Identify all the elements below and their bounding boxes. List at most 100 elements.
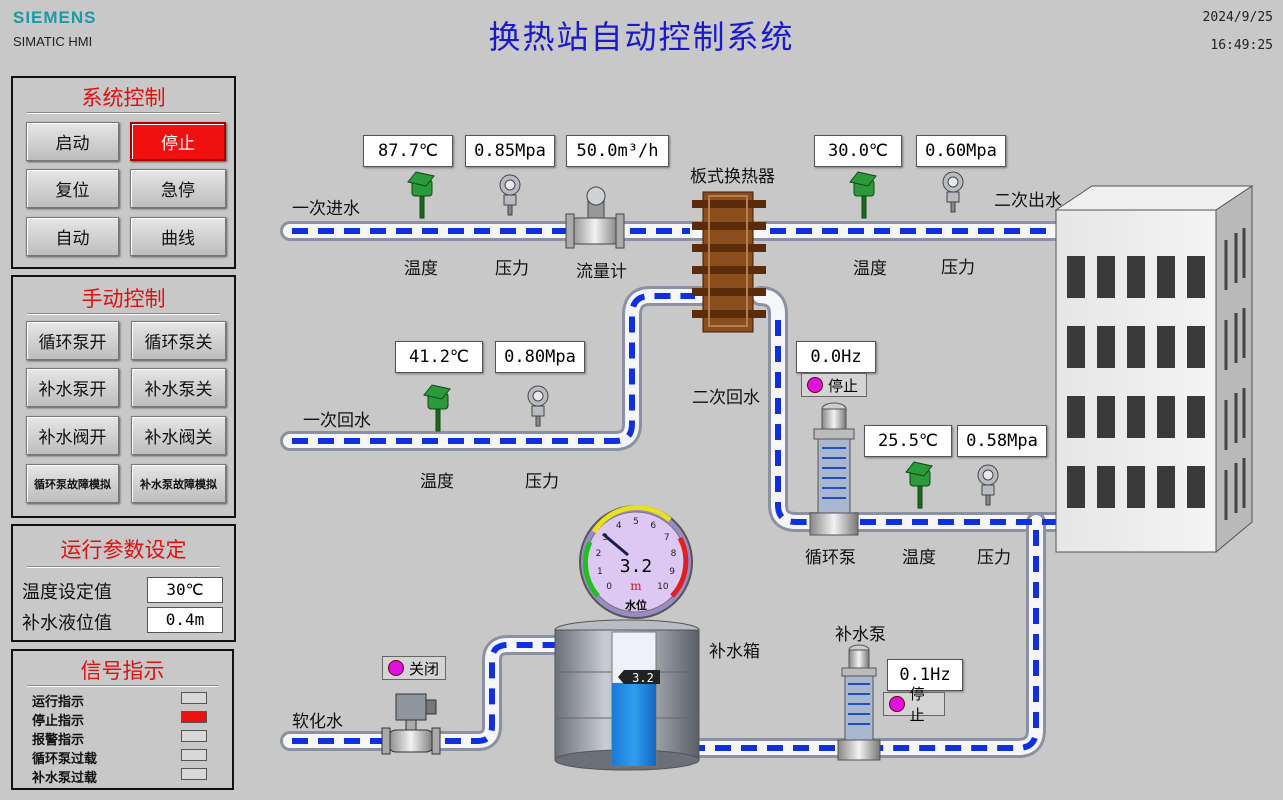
primary-supply-temp: 87.7℃ bbox=[363, 135, 453, 167]
gauge-tick-label: 9 bbox=[669, 566, 675, 577]
start-button[interactable]: 启动 bbox=[26, 122, 119, 161]
flowmeter-icon bbox=[565, 186, 625, 249]
makeup-valve-off-button[interactable]: 补水阀关 bbox=[131, 416, 226, 455]
status-text: 停止 bbox=[909, 685, 925, 724]
circ-pump-overload-indicator bbox=[181, 749, 207, 761]
signal-label: 运行指示 bbox=[32, 695, 85, 710]
primary-supply-label: 一次进水 bbox=[292, 199, 360, 219]
gauge-tick-label: 6 bbox=[650, 521, 657, 532]
pressure-label: 压力 bbox=[941, 258, 975, 278]
divider bbox=[27, 112, 220, 114]
panel-title: 系统控制 bbox=[81, 86, 166, 110]
circ-pump-status: 停止 bbox=[801, 373, 867, 397]
divider bbox=[27, 566, 220, 568]
pressure-label: 压力 bbox=[525, 472, 559, 492]
divider bbox=[27, 313, 220, 315]
temp-setpoint-input[interactable]: 30℃ bbox=[147, 577, 223, 603]
secondary-supply-label: 二次出水 bbox=[994, 191, 1062, 211]
temp-setpoint-label: 温度设定值 bbox=[22, 582, 112, 603]
manual-control-panel: 手动控制 循环泵开 循环泵关 补水泵开 补水泵关 补水阀开 补水阀关 循环泵故障… bbox=[11, 275, 236, 518]
primary-return-pressure: 0.80Mpa bbox=[495, 341, 585, 373]
signal-label: 循环泵过载 bbox=[32, 752, 98, 767]
temp-label: 温度 bbox=[420, 472, 454, 492]
gauge-tick-label: 10 bbox=[657, 581, 669, 592]
status-text: 停止 bbox=[828, 376, 859, 395]
signal-label: 补水泵过载 bbox=[32, 771, 98, 786]
secondary-return-temp: 25.5℃ bbox=[864, 425, 952, 457]
makeup-pump-fault-sim-button[interactable]: 补水泵故障模拟 bbox=[131, 464, 226, 503]
alarm-indicator bbox=[181, 730, 207, 742]
gauge-tick-label: 2 bbox=[595, 549, 602, 560]
building bbox=[1054, 185, 1254, 554]
temp-label: 温度 bbox=[404, 259, 438, 279]
primary-return-label: 一次回水 bbox=[303, 411, 371, 431]
signal-panel: 信号指示 运行指示 停止指示 报警指示 循环泵过载 补水泵过载 bbox=[11, 649, 234, 790]
secondary-supply-temp: 30.0℃ bbox=[814, 135, 902, 167]
flowmeter-label: 流量计 bbox=[576, 262, 627, 282]
circ-pump-off-button[interactable]: 循环泵关 bbox=[131, 321, 226, 360]
makeup-water-tank bbox=[554, 619, 700, 771]
secondary-supply-pressure: 0.60Mpa bbox=[916, 135, 1006, 167]
circ-pump-on-button[interactable]: 循环泵开 bbox=[26, 321, 119, 360]
gauge-tick-label: 1 bbox=[596, 566, 603, 577]
makeup-tank-label: 补水箱 bbox=[709, 642, 760, 662]
curve-button[interactable]: 曲线 bbox=[130, 217, 226, 256]
temp-label: 温度 bbox=[853, 259, 887, 279]
solenoid-valve bbox=[381, 693, 441, 755]
circ-pump-frequency: 0.0Hz bbox=[796, 341, 876, 373]
level-gauge-value: 3.2 bbox=[619, 556, 653, 577]
makeup-pump-frequency: 0.1Hz bbox=[887, 659, 963, 691]
params-panel: 运行参数设定 温度设定值 30℃ 补水液位值 0.4m bbox=[11, 524, 236, 642]
page-title: 换热站自动控制系统 bbox=[488, 18, 795, 56]
level-gauge-label: 水位 bbox=[625, 599, 647, 612]
siemens-logo: SIEMENS bbox=[13, 8, 97, 27]
gauge-tick-label: 4 bbox=[615, 521, 622, 532]
circ-pump-fault-sim-button[interactable]: 循环泵故障模拟 bbox=[26, 464, 119, 503]
level-setpoint-input[interactable]: 0.4m bbox=[147, 607, 223, 633]
signal-label: 停止指示 bbox=[32, 714, 85, 729]
system-control-panel: 系统控制 启动 停止 复位 急停 自动 曲线 bbox=[11, 76, 236, 269]
valve-status: 关闭 bbox=[382, 656, 446, 680]
plate-heat-exchanger bbox=[692, 191, 766, 333]
emergency-stop-button[interactable]: 急停 bbox=[130, 169, 226, 208]
makeup-pump-on-button[interactable]: 补水泵开 bbox=[26, 368, 119, 407]
auto-button[interactable]: 自动 bbox=[26, 217, 119, 256]
primary-return-temp: 41.2℃ bbox=[395, 341, 483, 373]
panel-title: 手动控制 bbox=[81, 287, 166, 311]
gauge-tick-label: 0 bbox=[606, 581, 612, 592]
secondary-return-label: 二次回水 bbox=[692, 388, 760, 408]
makeup-pump-label: 补水泵 bbox=[835, 625, 886, 645]
temp-transmitters bbox=[407, 171, 933, 509]
status-dot-icon bbox=[889, 696, 905, 712]
hmi-label: SIMATIC HMI bbox=[13, 34, 93, 49]
run-indicator bbox=[181, 692, 207, 704]
level-gauge-unit: m bbox=[630, 579, 642, 593]
circulation-pump bbox=[809, 402, 859, 536]
gauge-tick-label: 7 bbox=[663, 532, 670, 543]
status-dot-icon bbox=[807, 377, 823, 393]
makeup-pump-overload-indicator bbox=[181, 768, 207, 780]
panel-title: 运行参数设定 bbox=[60, 538, 187, 562]
time-display: 16:49:25 bbox=[1210, 38, 1273, 53]
makeup-pump-status: 停止 bbox=[883, 685, 945, 724]
heat-exchanger-label: 板式换热器 bbox=[690, 167, 775, 187]
makeup-pump bbox=[837, 644, 881, 761]
makeup-pump-off-button[interactable]: 补水泵关 bbox=[131, 368, 226, 407]
flow-rate-display: 50.0m³/h bbox=[566, 135, 669, 167]
stop-indicator bbox=[181, 711, 207, 723]
signal-label: 报警指示 bbox=[32, 733, 85, 748]
gauge-tick-label: 3 bbox=[602, 532, 609, 543]
divider bbox=[27, 685, 218, 687]
soft-water-label: 软化水 bbox=[292, 712, 343, 732]
status-dot-icon bbox=[388, 660, 404, 676]
makeup-valve-on-button[interactable]: 补水阀开 bbox=[26, 416, 119, 455]
pressure-label: 压力 bbox=[495, 259, 529, 279]
secondary-return-pressure: 0.58Mpa bbox=[957, 425, 1047, 457]
gauge-tick-label: 5 bbox=[633, 517, 639, 527]
status-text: 关闭 bbox=[409, 659, 440, 678]
panel-title: 信号指示 bbox=[80, 659, 165, 683]
reset-button[interactable]: 复位 bbox=[26, 169, 119, 208]
stop-button[interactable]: 停止 bbox=[130, 122, 226, 161]
pressure-label: 压力 bbox=[977, 548, 1011, 568]
primary-supply-pressure: 0.85Mpa bbox=[465, 135, 555, 167]
